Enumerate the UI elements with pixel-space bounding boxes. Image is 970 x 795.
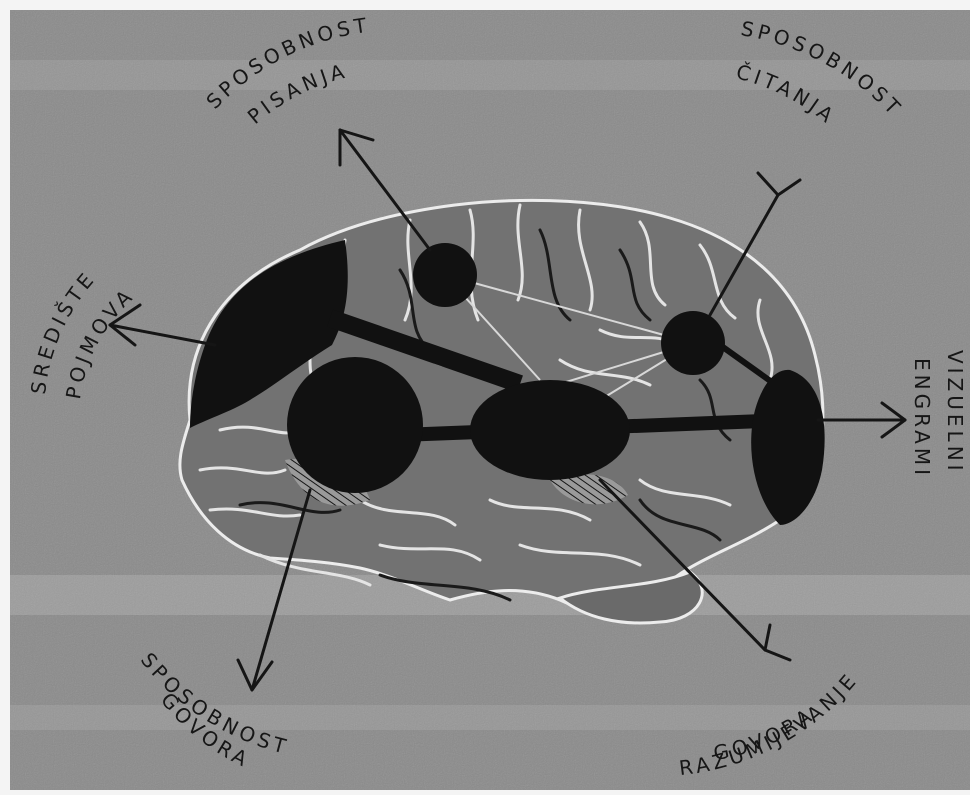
wernicke-region xyxy=(470,380,630,480)
label-visual-line2: ENGRAMI xyxy=(910,358,934,479)
label-visual-line1: VIZUELNI xyxy=(943,350,967,475)
broca-region xyxy=(287,357,423,493)
reading-center xyxy=(661,311,725,375)
writing-center xyxy=(413,243,477,307)
